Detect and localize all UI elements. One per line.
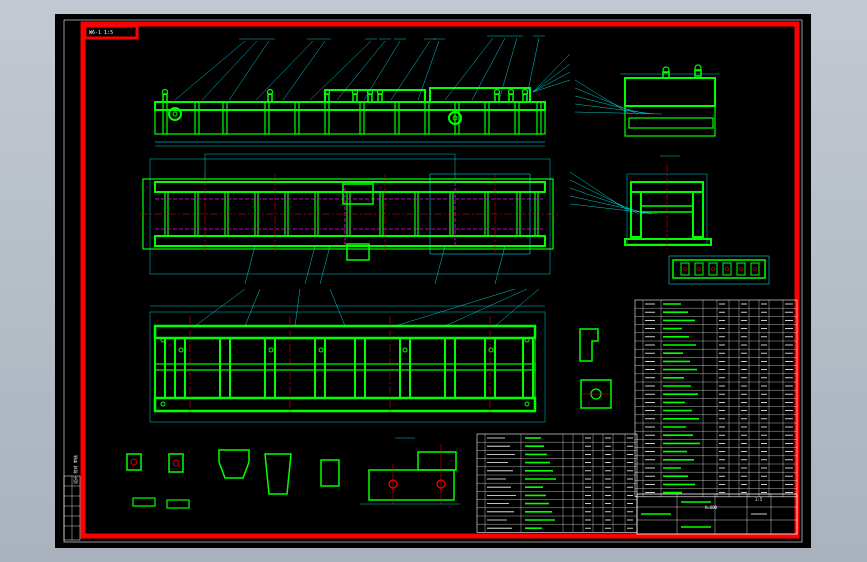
scale-text: 1:5 bbox=[755, 497, 763, 502]
drawing-canvas[interactable]: W6-1 1:5 设计 校对 审核 H=600 bbox=[55, 14, 811, 548]
detail-strip-view bbox=[668, 255, 770, 285]
top-plan-view bbox=[140, 153, 560, 285]
cad-drawing: W6-1 1:5 设计 校对 审核 H=600 bbox=[63, 19, 803, 543]
red-border bbox=[80, 21, 800, 539]
title-block bbox=[636, 493, 798, 535]
front-elevation-view bbox=[154, 35, 571, 147]
detail-parts bbox=[126, 328, 612, 509]
end-view-section bbox=[569, 155, 712, 249]
side-note: 设计 校对 审核 bbox=[72, 455, 78, 484]
title-text: H=600 bbox=[705, 505, 718, 510]
outer-frame bbox=[63, 19, 803, 543]
corner-tag: W6-1 1:5 bbox=[89, 30, 113, 36]
end-view-upper bbox=[574, 64, 720, 137]
bottom-plan-view bbox=[149, 288, 546, 423]
corner-tag-box bbox=[83, 24, 139, 40]
left-signature-strip bbox=[63, 475, 81, 541]
bom-table-right bbox=[634, 299, 798, 498]
bom-table-bottom bbox=[476, 433, 638, 533]
